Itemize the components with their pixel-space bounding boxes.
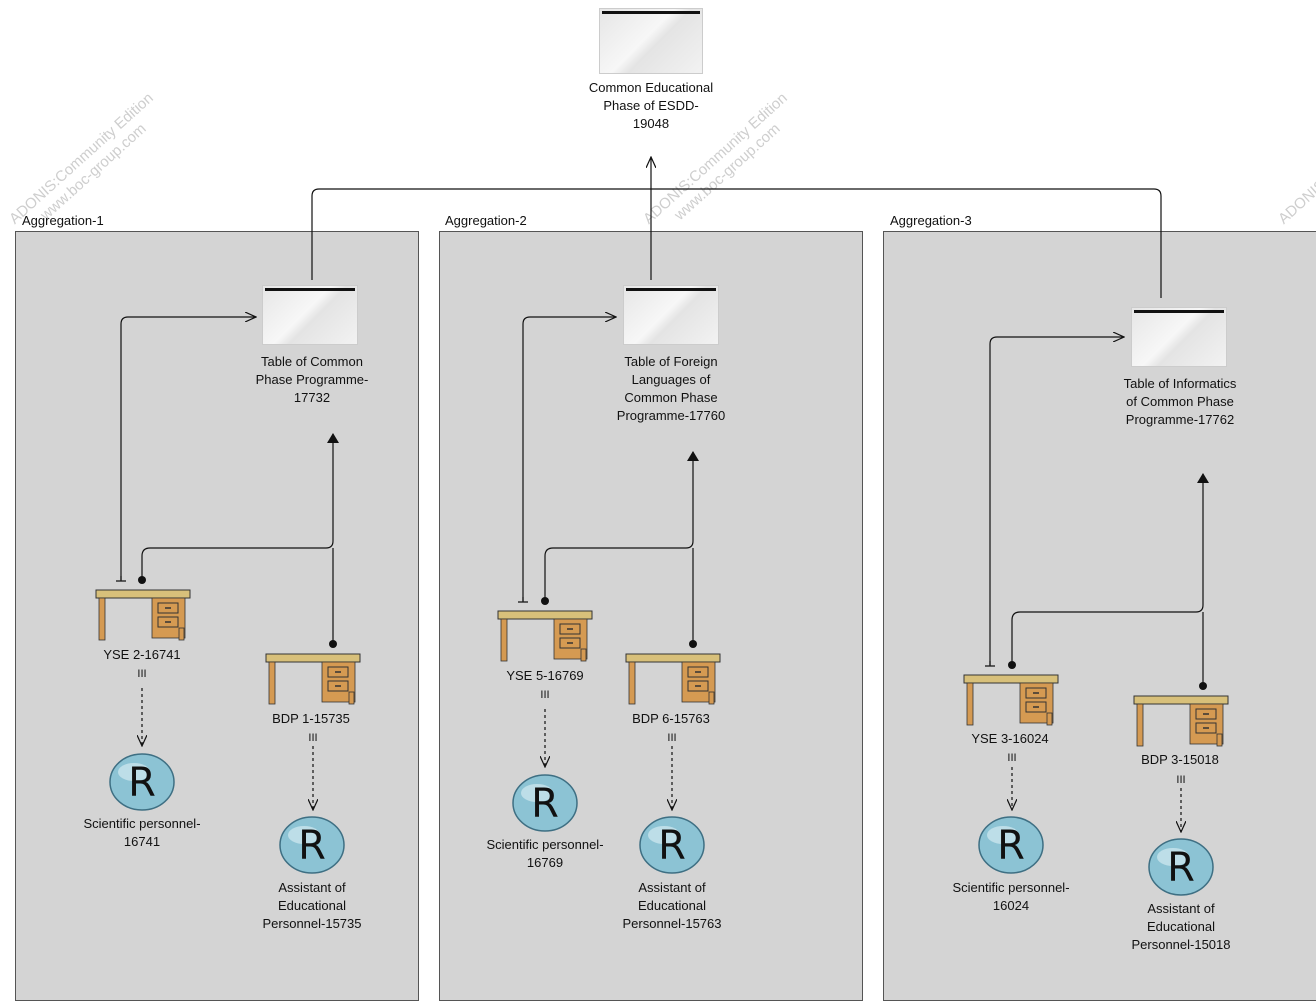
desk-marker: III [540,689,550,701]
connector-bar [985,661,995,667]
desk-marker: III [1176,774,1186,786]
aggregation-title: Aggregation-3 [890,213,972,228]
desk-marker: III [1007,752,1017,764]
role-symbol: R [997,823,1025,869]
connector-dot [541,597,549,605]
connector [989,337,1124,665]
role-symbol: R [298,823,326,869]
desk-icon[interactable] [497,609,593,663]
role-label: Assistant of Educational Personnel-15018 [1131,901,1231,952]
connector [544,451,699,601]
desk-label: YSE 3-16024 [971,731,1049,746]
role-label: Assistant of Educational Personnel-15735 [262,880,362,931]
desk-label: BDP 1-15735 [272,711,350,726]
connector-dot [138,576,146,584]
aggregation-panel[interactable] [15,231,419,1001]
desk-label: BDP 3-15018 [1141,752,1219,767]
connector-bar [116,576,126,582]
desk-marker: III [308,732,318,744]
top-node-label: Common Educational Phase of ESDD-19048 [588,80,714,131]
connector [1011,473,1209,665]
desk-icon[interactable] [1133,694,1229,748]
desk-icon[interactable] [963,673,1059,727]
role-label: Scientific personnel-16024 [952,880,1070,913]
connector-dot [689,640,697,648]
desk-marker: III [137,668,147,680]
aggregation-title: Aggregation-1 [22,213,104,228]
desk-icon[interactable] [265,652,361,706]
role-icon[interactable]: R [977,815,1045,875]
role-icon[interactable]: R [108,752,176,812]
role-symbol: R [128,760,156,806]
desk-label: YSE 5-16769 [506,668,584,683]
connector [522,317,616,601]
desk-label: YSE 2-16741 [103,647,181,662]
role-label: Scientific personnel-16769 [486,837,604,870]
role-icon[interactable]: R [638,815,706,875]
connector [120,317,256,580]
connector-bar [518,597,528,603]
role-symbol: R [531,781,559,827]
connector-dot [1199,682,1207,690]
aggregation-panel[interactable] [439,231,863,1001]
role-icon[interactable]: R [278,815,346,875]
connector-dot [1008,661,1016,669]
connector [141,433,339,580]
role-label: Assistant of Educational Personnel-15763 [622,880,722,931]
role-symbol: R [658,823,686,869]
connector-dot [329,640,337,648]
role-symbol: R [1167,845,1195,891]
top-table-icon[interactable] [599,8,703,74]
role-icon[interactable]: R [511,773,579,833]
connector-agg1-top [311,188,1162,298]
table-label: Table of Common Phase Programme-17732 [255,354,369,405]
desk-icon[interactable] [95,588,191,642]
role-label: Scientific personnel-16741 [83,816,201,849]
aggregation-panel[interactable] [883,231,1316,1001]
table-icon[interactable] [262,285,358,345]
desk-icon[interactable] [625,652,721,706]
table-icon[interactable] [623,285,719,345]
desk-label: BDP 6-15763 [632,711,710,726]
role-icon[interactable]: R [1147,837,1215,897]
desk-marker: III [667,732,677,744]
table-label: Table of Informatics of Common Phase Pro… [1123,376,1237,427]
table-label: Table of Foreign Languages of Common Pha… [616,354,726,423]
table-icon[interactable] [1131,307,1227,367]
aggregation-title: Aggregation-2 [445,213,527,228]
